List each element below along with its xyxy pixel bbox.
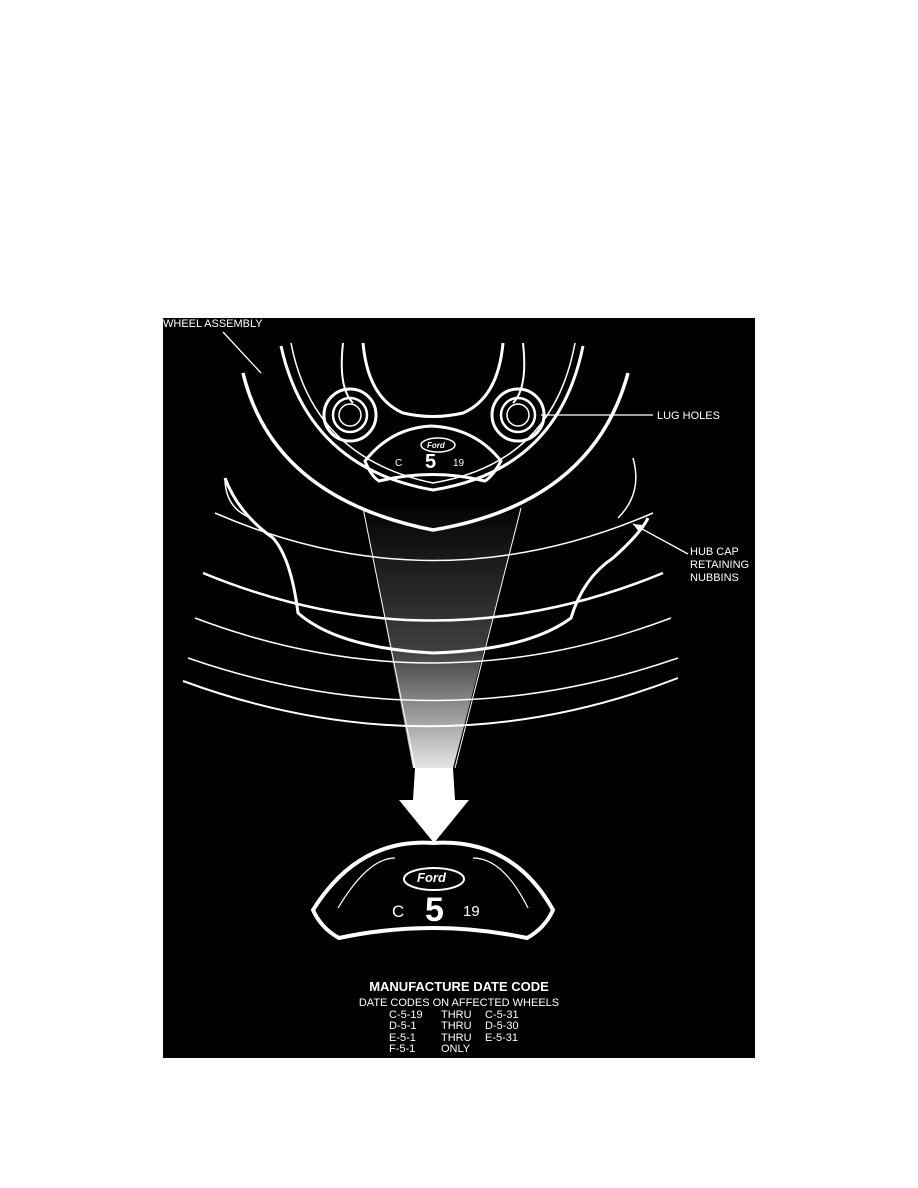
code-row: D-5-1 THRU D-5-30 xyxy=(163,1020,755,1033)
code-op: THRU xyxy=(441,1031,472,1044)
hub-cap-upper xyxy=(224,477,252,519)
leader-wheel-assembly xyxy=(222,331,262,374)
code-end: D-5-30 xyxy=(485,1020,519,1032)
wheel-diagram: WHEEL ASSEMBLY LUG HOLES HUB CAP RETAINI… xyxy=(163,318,755,1058)
code-row: E-5-1 THRU E-5-31 xyxy=(163,1031,755,1045)
stamp-small-logo xyxy=(420,437,456,453)
code-start: F-5-1 xyxy=(389,1043,416,1055)
date-codes-header: DATE CODES ON AFFECTED WHEELS xyxy=(358,997,560,1009)
code-op: THRU xyxy=(441,1020,472,1032)
code-row: F-5-1 ONLY xyxy=(163,1043,755,1056)
stamp-small-plate xyxy=(363,424,503,483)
code-end: E-5-31 xyxy=(485,1031,519,1044)
code-op: THRU xyxy=(441,1008,472,1021)
code-start: D-5-1 xyxy=(389,1020,417,1032)
stamp-small-logo-text: Ford xyxy=(427,441,445,450)
down-arrow xyxy=(399,768,469,843)
stamp-large-logo-text: Ford xyxy=(417,870,446,885)
leader-hub-cap xyxy=(632,523,689,555)
date-codes-block: DATE CODES ON AFFECTED WHEELS C-5-19 THR… xyxy=(163,997,755,1056)
label-hub-cap-1: HUB CAP xyxy=(690,546,739,558)
code-start: C-5-19 xyxy=(389,1008,423,1021)
label-wheel-assembly: WHEEL ASSEMBLY xyxy=(163,318,263,330)
lug-hole-right xyxy=(490,387,546,443)
code-end xyxy=(485,1044,529,1056)
manufacture-date-code-title: MANUFACTURE DATE CODE xyxy=(369,979,549,994)
label-hub-cap-3: NUBBINS xyxy=(690,572,739,584)
stamp-large-digit: 5 xyxy=(425,891,444,929)
code-row: C-5-19 THRU C-5-31 xyxy=(163,1008,755,1022)
code-op: ONLY xyxy=(441,1043,471,1055)
stamp-large-letter: C xyxy=(392,902,405,921)
stamp-large-plate xyxy=(310,840,556,941)
stamp-large-logo xyxy=(403,867,465,891)
lug-hole-left xyxy=(322,387,378,443)
wheel-disc xyxy=(241,342,630,532)
magnifier-beam xyxy=(363,508,521,768)
stamp-small-digit: 5 xyxy=(425,451,437,473)
code-end: C-5-31 xyxy=(485,1008,519,1021)
label-hub-cap-2: RETAINING xyxy=(690,559,750,571)
wheel-illustration xyxy=(182,331,689,941)
hub-cap-upper-right xyxy=(617,457,637,519)
label-lug-holes: LUG HOLES xyxy=(657,410,720,422)
stamp-small-day: 19 xyxy=(453,458,465,469)
stamp-small-letter: C xyxy=(395,458,403,469)
stamp-large-day: 19 xyxy=(463,903,480,920)
code-start: E-5-1 xyxy=(389,1031,416,1044)
